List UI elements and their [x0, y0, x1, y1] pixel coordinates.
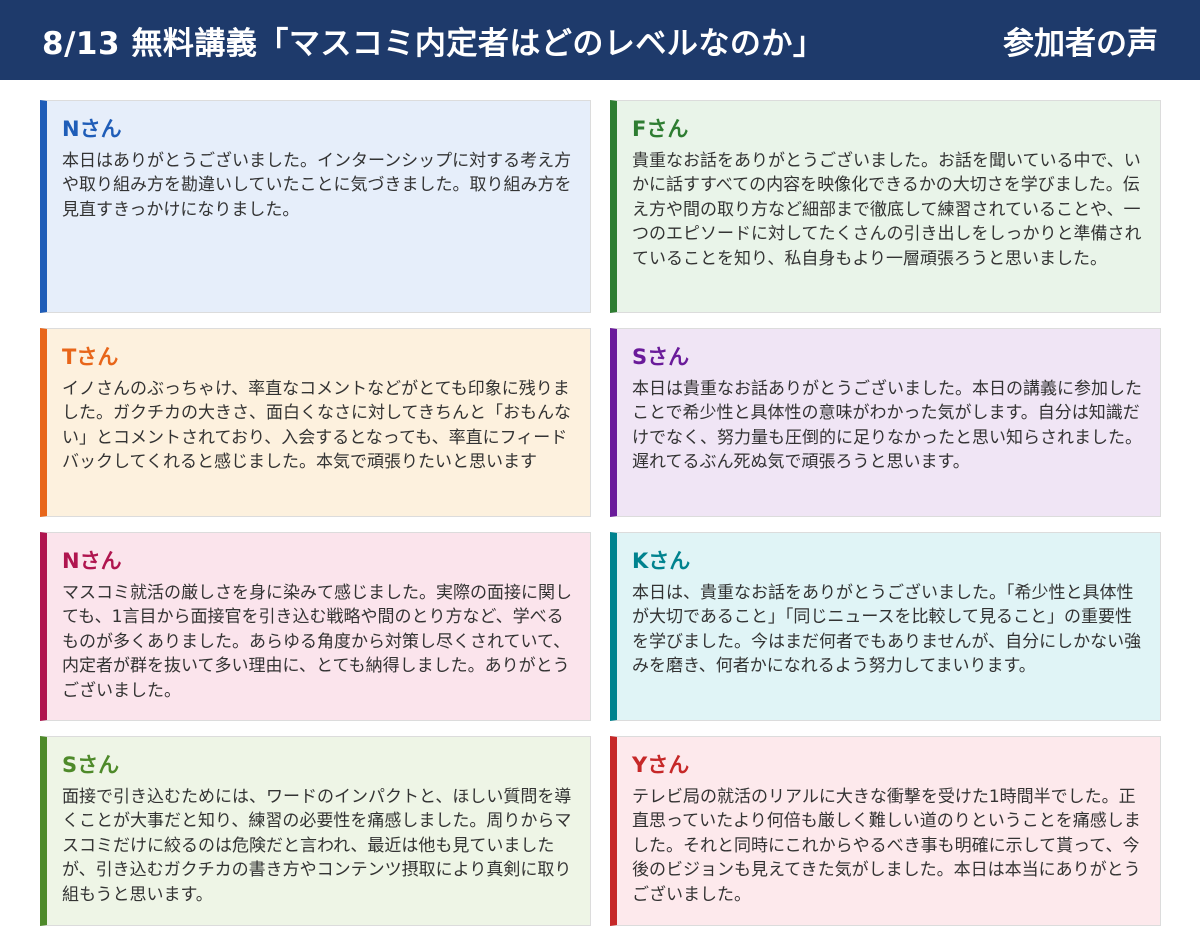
testimonial-card: Nさん 本日はありがとうございました。インターンシップに対する考え方や取り組み方… [40, 100, 591, 313]
testimonial-card: Nさん マスコミ就活の厳しさを身に染みて感じました。実際の面接に関しても、1言目… [40, 532, 591, 721]
testimonial-text: マスコミ就活の厳しさを身に染みて感じました。実際の面接に関しても、1言目から面接… [62, 583, 572, 701]
participant-name: Fさん [632, 117, 689, 141]
participant-name: Sさん [632, 345, 690, 369]
participant-name: Yさん [632, 753, 690, 777]
participant-name: Nさん [62, 117, 122, 141]
testimonial-card: Yさん テレビ局の就活のリアルに大きな衝撃を受けた1時間半でした。正直思っていた… [610, 736, 1161, 926]
testimonial-card: Sさん 面接で引き込むためには、ワードのインパクトと、ほしい質問を導くことが大事… [40, 736, 591, 926]
page-subtitle: 参加者の声 [1003, 25, 1158, 62]
testimonial-grid: Nさん 本日はありがとうございました。インターンシップに対する考え方や取り組み方… [40, 100, 1161, 926]
participant-name: Tさん [62, 345, 119, 369]
testimonial-text: イノさんのぶっちゃけ、率直なコメントなどがとても印象に残りました。ガクチカの大き… [62, 379, 571, 473]
page-title: 8/13 無料講義「マスコミ内定者はどのレベルなのか」 [42, 25, 825, 62]
testimonial-text: 本日は、貴重なお話をありがとうございました。「希少性と具体性が大切であること」「… [632, 583, 1142, 677]
testimonial-card: Fさん 貴重なお話をありがとうございました。お話を聞いている中で、いかに話すすべ… [610, 100, 1161, 313]
testimonial-text: 本日はありがとうございました。インターンシップに対する考え方や取り組み方を勘違い… [62, 151, 572, 220]
testimonial-text: 面接で引き込むためには、ワードのインパクトと、ほしい質問を導くことが大事だと知り… [62, 787, 572, 905]
testimonial-card: Kさん 本日は、貴重なお話をありがとうございました。「希少性と具体性が大切である… [610, 532, 1161, 721]
testimonial-card: Sさん 本日は貴重なお話ありがとうございました。本日の講義に参加したことで希少性… [610, 328, 1161, 517]
testimonial-text: 本日は貴重なお話ありがとうございました。本日の講義に参加したことで希少性と具体性… [632, 379, 1142, 473]
testimonial-card: Tさん イノさんのぶっちゃけ、率直なコメントなどがとても印象に残りました。ガクチ… [40, 328, 591, 517]
participant-name: Nさん [62, 549, 122, 573]
testimonial-text: 貴重なお話をありがとうございました。お話を聞いている中で、いかに話すすべての内容… [632, 151, 1142, 269]
testimonial-text: テレビ局の就活のリアルに大きな衝撃を受けた1時間半でした。正直思っていたより何倍… [632, 787, 1141, 905]
participant-name: Sさん [62, 753, 120, 777]
participant-name: Kさん [632, 549, 691, 573]
page-header: 8/13 無料講義「マスコミ内定者はどのレベルなのか」 参加者の声 [0, 0, 1200, 80]
